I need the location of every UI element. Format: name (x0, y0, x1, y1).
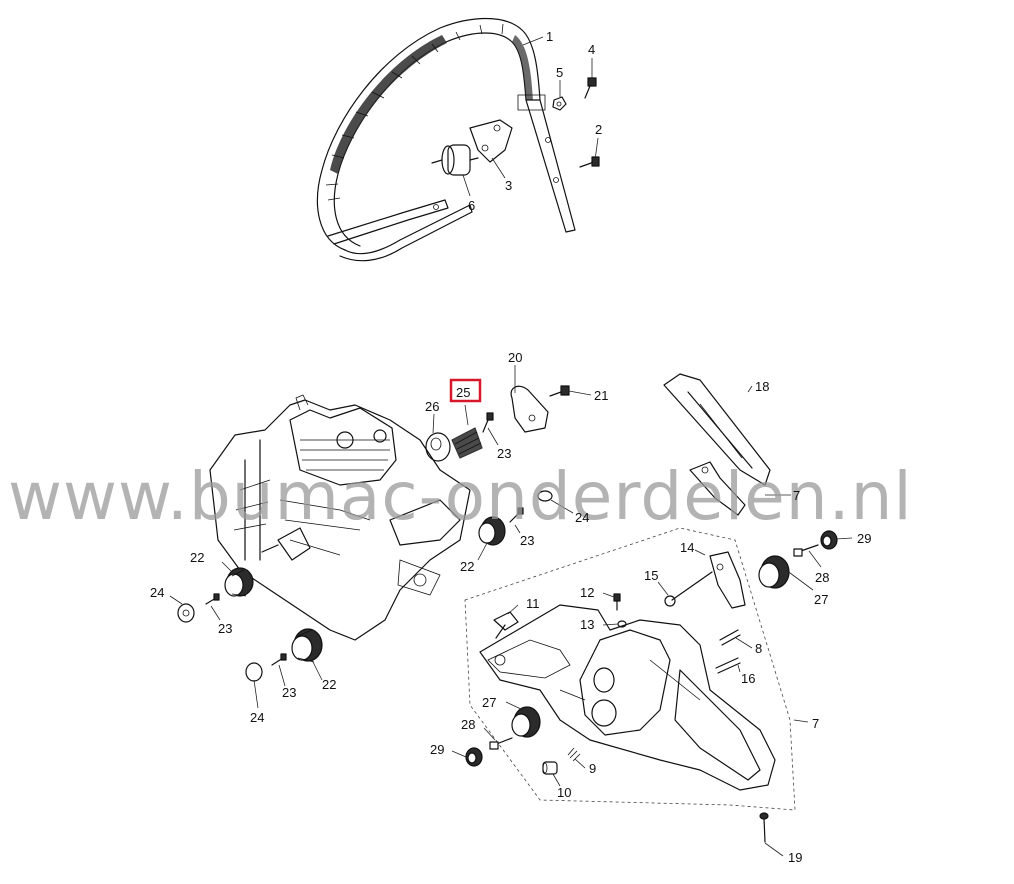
handle-bracket (469, 119, 513, 163)
engine-crankcase (209, 394, 471, 641)
washer-24-left (177, 603, 195, 623)
callout-24-left: 24 (150, 585, 164, 600)
brake-lever-assembly (689, 461, 746, 516)
callout-23-lower: 23 (282, 685, 296, 700)
callout-23-mid: 23 (520, 533, 534, 548)
rear-handle-fuel-tank-7 (479, 604, 776, 791)
av-buffer-27-right (758, 555, 790, 589)
screw-21 (549, 385, 570, 397)
callout-28-right: 28 (815, 570, 829, 585)
sleeve-10 (542, 761, 558, 775)
callout-7-lower: 7 (812, 716, 819, 731)
callout-26: 26 (425, 399, 439, 414)
lever-14 (709, 551, 746, 609)
callout-16: 16 (741, 671, 755, 686)
callout-14: 14 (680, 540, 694, 555)
callout-20: 20 (508, 350, 522, 365)
callout-24-lower: 24 (250, 710, 264, 725)
front-handle-bar (316, 17, 576, 262)
av-buffer-22-left (224, 567, 254, 597)
callout-8: 8 (755, 641, 762, 656)
screw-4 (584, 77, 597, 99)
callout-4: 4 (588, 42, 595, 57)
callout-12: 12 (580, 585, 594, 600)
callout-7-upper: 7 (793, 488, 800, 503)
screw-19 (759, 812, 769, 843)
callout-29-lower: 29 (430, 742, 444, 757)
callout-9: 9 (589, 761, 596, 776)
washer-29-lower (465, 747, 483, 767)
callout-22-mid: 22 (460, 559, 474, 574)
callout-23-top: 23 (497, 446, 511, 461)
callout-15: 15 (644, 568, 658, 583)
callout-13: 13 (580, 617, 594, 632)
callout-10: 10 (557, 785, 571, 800)
washer-29-right (820, 530, 838, 550)
rear-bracket-20 (510, 385, 549, 433)
washer-24-right (537, 490, 553, 502)
av-spring-25 (451, 427, 483, 459)
nut-5 (552, 96, 567, 111)
washer-24-lower (245, 662, 263, 682)
anti-vibration-buffer-6 (431, 144, 479, 176)
pin-28-lower (489, 737, 513, 750)
callout-19: 19 (788, 850, 802, 865)
screw-2 (579, 156, 600, 168)
callout-21: 21 (594, 388, 608, 403)
screw-12 (613, 593, 621, 611)
rubber-buffer-26 (425, 432, 451, 462)
leader-lines (169, 36, 853, 857)
callout-24-right: 24 (575, 510, 589, 525)
callout-2: 2 (595, 122, 602, 137)
screw-23-mid (509, 507, 524, 523)
callout-6: 6 (468, 198, 475, 213)
callout-5: 5 (556, 65, 563, 80)
callout-3: 3 (505, 178, 512, 193)
av-buffer-27-lower (511, 706, 541, 738)
pin-8 (719, 629, 741, 646)
screw-23-top (482, 412, 494, 433)
watermark-text: www.bumac-onderdelen.nl (8, 458, 913, 535)
callout-11: 11 (526, 596, 540, 611)
callout-28-lower: 28 (461, 717, 475, 732)
callout-labels: 1 4 5 2 3 6 20 21 18 26 25 23 7 24 23 22… (150, 29, 871, 865)
callout-22-lower: 22 (322, 677, 336, 692)
callout-25: 25 (456, 385, 470, 400)
callout-22-left: 22 (190, 550, 204, 565)
spring-15 (664, 571, 713, 607)
pin-16 (715, 657, 741, 674)
pin-28-right (793, 544, 819, 557)
throttle-lever-11 (493, 611, 519, 639)
callout-29-right: 29 (857, 531, 871, 546)
callout-18: 18 (755, 379, 769, 394)
callout-23-left: 23 (218, 621, 232, 636)
assembly-frame (464, 527, 796, 811)
chain-brake-handle-18 (663, 373, 771, 486)
callout-27-right: 27 (814, 592, 828, 607)
av-buffer-22-lower (291, 628, 323, 663)
screw-23-lower (271, 653, 287, 666)
spring-9 (567, 747, 581, 762)
screw-23-left (205, 593, 220, 605)
callout-1: 1 (546, 29, 553, 44)
callout-27-lower: 27 (482, 695, 496, 710)
highlight-box-25 (449, 378, 482, 403)
